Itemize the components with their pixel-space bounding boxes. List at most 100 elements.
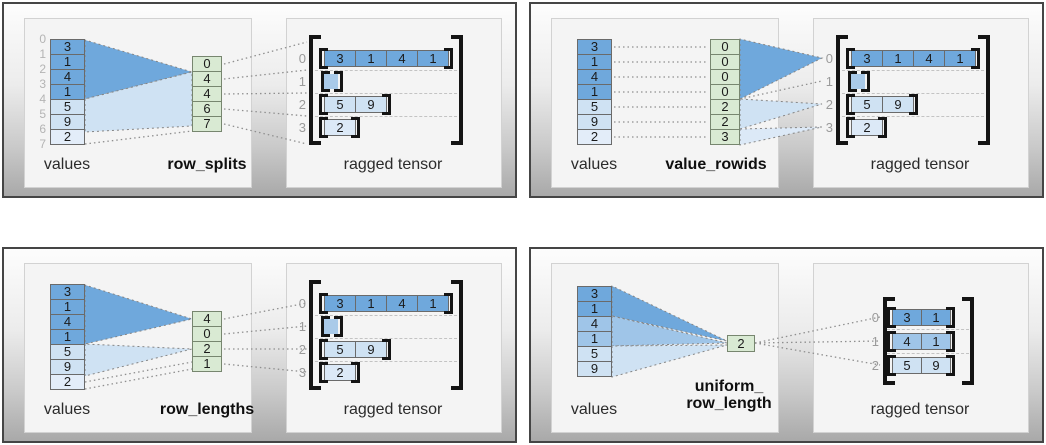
outer-right-bracket	[978, 35, 990, 145]
dotted-connector	[754, 340, 881, 344]
value-index: 6	[39, 122, 46, 136]
row-separator	[310, 70, 462, 71]
ragged-cell: 1	[882, 50, 914, 67]
ragged-cell: 5	[324, 96, 356, 113]
dotted-connector	[84, 130, 193, 145]
panel-uniform-row-length: 3 1 4 1 5 9 values 2 uniform_ row_length…	[529, 247, 1044, 443]
row-right-bracket	[334, 71, 343, 92]
row-separator	[310, 338, 462, 339]
row-separator	[887, 353, 969, 354]
ragged-cell: 3	[851, 50, 883, 67]
ragged-cell: 1	[921, 309, 951, 326]
fan-triangle	[84, 343, 193, 377]
dotted-connector	[223, 108, 308, 117]
dotted-connector	[223, 92, 308, 95]
value-cell: 4	[577, 316, 612, 332]
row-left-bracket	[887, 331, 896, 352]
row-label: 1	[298, 319, 306, 334]
row-lengths-cell: 0	[192, 326, 222, 342]
empty-row-fill	[324, 319, 338, 334]
value-cell: 2	[577, 129, 612, 145]
value-cell: 5	[50, 344, 85, 360]
value-rowids-cell: 0	[710, 84, 740, 100]
ragged-cell: 4	[386, 295, 418, 312]
dotted-connector	[223, 325, 308, 335]
row-splits-cell: 4	[192, 71, 222, 87]
row-right-bracket	[444, 293, 453, 314]
ragged-cell: 2	[851, 119, 883, 136]
outer-left-bracket	[883, 297, 895, 385]
value-rowids-cell: 2	[710, 99, 740, 115]
row-separator	[837, 116, 989, 117]
row-label: 1	[825, 74, 833, 89]
ragged-tensor-box	[813, 18, 1029, 188]
row-splits-cell: 6	[192, 101, 222, 117]
value-cell: 3	[50, 39, 85, 55]
ragged-cell: 4	[913, 50, 945, 67]
row-separator	[837, 93, 989, 94]
ragged-cell: 9	[355, 96, 387, 113]
row-label: 2	[825, 97, 833, 112]
ragged-tensor-label: ragged tensor	[870, 401, 970, 418]
row-left-bracket	[321, 316, 330, 337]
row-label: 2	[298, 342, 306, 357]
row-right-bracket	[351, 362, 360, 383]
row-left-bracket	[319, 293, 328, 314]
ragged-cell: 3	[324, 295, 356, 312]
value-cell: 1	[50, 54, 85, 70]
fan-triangle	[611, 315, 728, 347]
panel-row-lengths: 3 1 4 1 5 9 2 values 4 0 2 1 row_lengths…	[2, 247, 517, 443]
row-label: 3	[298, 120, 306, 135]
ragged-cell: 9	[921, 357, 951, 374]
ragged-cell: 1	[355, 50, 387, 67]
row-right-bracket	[909, 94, 918, 115]
value-rowids-cell: 3	[710, 129, 740, 145]
method-label-line1: uniform_	[694, 378, 764, 395]
value-cell: 1	[50, 329, 85, 345]
row-separator	[310, 361, 462, 362]
ragged-cell: 1	[417, 50, 449, 67]
fan-triangle	[739, 98, 823, 130]
row-label: 0	[825, 51, 833, 66]
row-separator	[887, 329, 969, 330]
value-cell: 1	[577, 301, 612, 317]
row-separator	[837, 70, 989, 71]
ragged-cell: 2	[324, 364, 356, 381]
ragged-tensor-box	[286, 263, 502, 433]
ragged-cell: 1	[944, 50, 976, 67]
ragged-cell: 3	[324, 50, 356, 67]
value-index: 2	[39, 62, 46, 76]
value-cell: 4	[577, 69, 612, 85]
method-label: value_rowids	[665, 156, 767, 173]
row-left-bracket	[319, 117, 328, 138]
row-lengths-cell: 2	[192, 341, 222, 357]
dotted-connector	[739, 80, 823, 100]
row-left-bracket	[846, 117, 855, 138]
ragged-cell: 4	[386, 50, 418, 67]
value-cell: 5	[50, 99, 85, 115]
row-right-bracket	[946, 355, 955, 376]
row-left-bracket	[319, 48, 328, 69]
outer-right-bracket	[962, 297, 974, 385]
ragged-tensor-label: ragged tensor	[870, 156, 970, 173]
dotted-connector	[84, 361, 193, 383]
row-left-bracket	[319, 339, 328, 360]
value-cell: 3	[50, 284, 85, 300]
panel-row-splits: 0 1 2 3 4 5 6 7 3 1 4 1 5 9 2 values 0 4…	[2, 2, 517, 198]
connector-overlay	[84, 284, 308, 390]
row-label: 0	[871, 310, 879, 325]
value-cell: 1	[50, 84, 85, 100]
row-left-bracket	[846, 48, 855, 69]
row-right-bracket	[861, 71, 870, 92]
ragged-tensor-box	[286, 18, 502, 188]
fan-triangle	[739, 38, 824, 100]
dotted-connector	[223, 41, 308, 65]
row-label: 0	[298, 51, 306, 66]
ragged-cell: 4	[892, 333, 922, 350]
row-left-bracket	[887, 307, 896, 328]
row-left-bracket	[846, 94, 855, 115]
panel-value-rowids: 3 1 4 1 5 9 2 values 0 0 0 0 2 2 3 value…	[529, 2, 1044, 198]
ragged-tensor-label: ragged tensor	[343, 156, 443, 173]
value-rowids-cell: 0	[710, 69, 740, 85]
row-left-bracket	[319, 94, 328, 115]
